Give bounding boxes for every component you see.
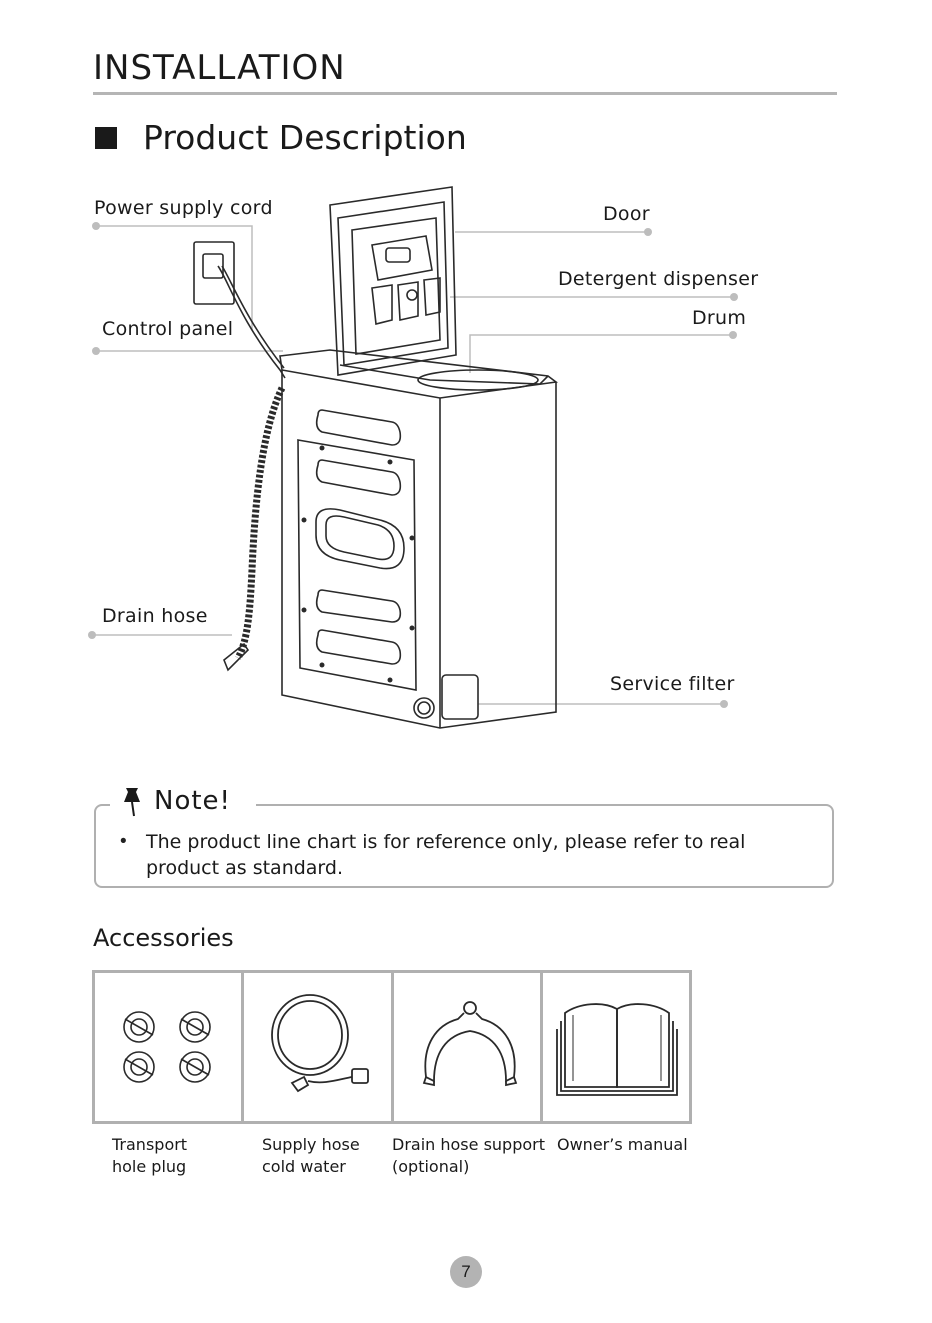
leader-lines <box>92 225 734 705</box>
label-power-supply-cord: Power supply cord <box>94 197 273 219</box>
caption-owners-manual-line1: Owner’s manual <box>557 1135 688 1154</box>
caption-owners-manual: Owner’s manual <box>557 1134 688 1156</box>
section-title: INSTALLATION <box>93 48 346 88</box>
accessory-cell-owners-manual <box>543 973 689 1121</box>
caption-hole-plug: Transport hole plug <box>112 1134 187 1178</box>
note-title: Note! <box>154 786 231 816</box>
caption-supply-hose: Supply hose cold water <box>262 1134 360 1178</box>
caption-supply-hose-line1: Supply hose <box>262 1135 360 1154</box>
supply-hose-icon <box>271 994 370 1093</box>
title-divider <box>93 92 837 95</box>
label-drum: Drum <box>692 307 747 329</box>
label-control-panel: Control panel <box>102 318 234 340</box>
caption-drain-hose-support: Drain hose support (optional) <box>392 1134 545 1178</box>
label-detergent-dispenser: Detergent dispenser <box>558 268 759 290</box>
pushpin-icon <box>124 788 140 817</box>
machine-outline <box>193 186 559 729</box>
accessory-cell-drain-hose-support <box>394 973 543 1121</box>
caption-hole-plug-line2: hole plug <box>112 1157 187 1176</box>
subsection-title: Product Description <box>143 118 467 157</box>
washing-machine-diagram <box>88 186 738 729</box>
hole-plug-icon <box>123 1011 211 1083</box>
drain-hose-support-icon <box>422 1001 517 1087</box>
leader-dots <box>88 222 738 708</box>
accessory-cell-supply-hose <box>244 973 394 1121</box>
note-bullet: • <box>120 831 127 852</box>
label-service-filter: Service filter <box>610 673 735 695</box>
caption-supply-hose-line2: cold water <box>262 1157 346 1176</box>
caption-drain-hose-support-line1: Drain hose support <box>392 1135 545 1154</box>
caption-hole-plug-line1: Transport <box>112 1135 188 1154</box>
page-number: 7 <box>450 1256 482 1288</box>
square-bullet-icon <box>95 127 117 149</box>
manual-book-icon <box>555 1003 678 1096</box>
label-door: Door <box>603 203 650 225</box>
caption-drain-hose-support-line2: (optional) <box>392 1157 470 1176</box>
label-drain-hose: Drain hose <box>102 605 208 627</box>
accessory-cell-hole-plug <box>95 973 245 1121</box>
note-box <box>94 804 834 888</box>
accessories-title: Accessories <box>93 924 234 952</box>
accessories-grid <box>92 970 692 1124</box>
note-text: The product line chart is for reference … <box>146 831 746 879</box>
panel-screws <box>301 445 415 683</box>
